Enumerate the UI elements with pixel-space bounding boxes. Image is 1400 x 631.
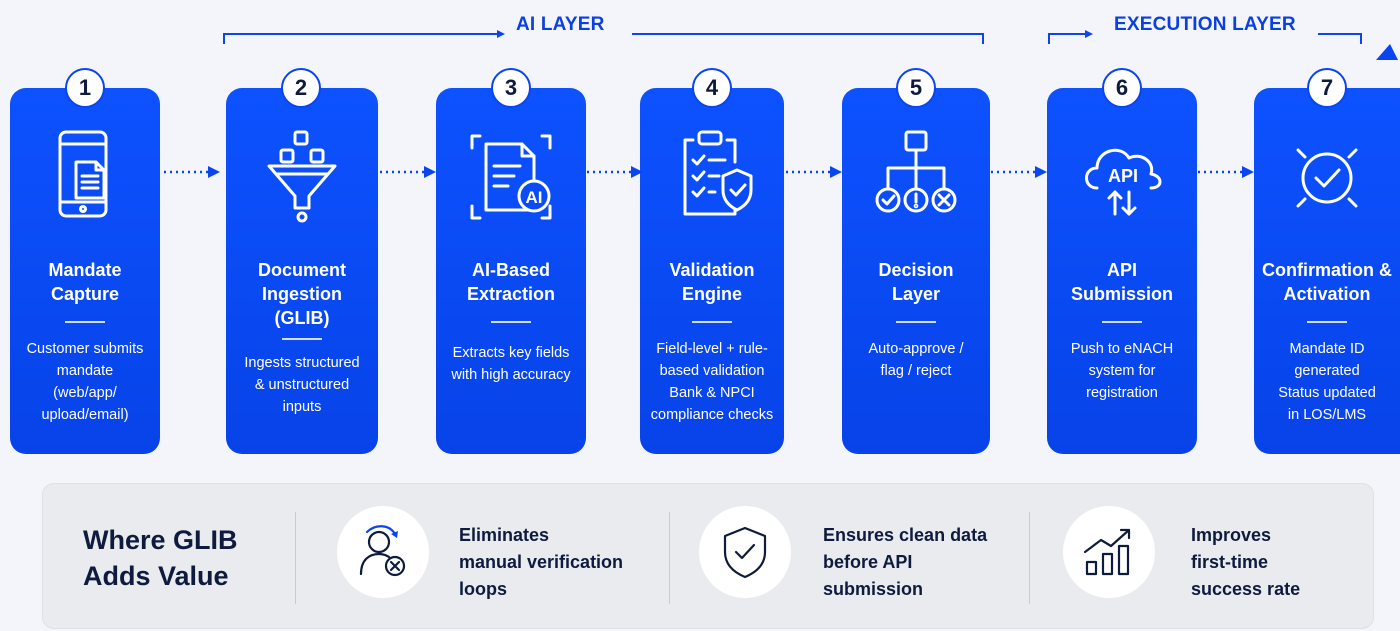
value-panel: Where GLIB Adds Value Eliminates manual … <box>42 483 1374 629</box>
step-title: Confirmation & Activation <box>1262 260 1392 304</box>
growth-chart-icon <box>1083 528 1131 576</box>
user-remove-icon <box>359 525 406 577</box>
divider <box>669 512 670 604</box>
api-cloud-icon: API <box>1085 148 1162 216</box>
step-title: AI-Based Extraction <box>466 260 556 304</box>
decision-tree-icon <box>875 130 957 213</box>
divider <box>1102 321 1142 323</box>
divider <box>491 321 531 323</box>
value-icon-wrapper <box>699 506 791 598</box>
value-text: Eliminates manual verification loops <box>459 525 624 599</box>
step-number-badge: 7 <box>1307 68 1347 108</box>
mobile-document-icon <box>58 130 108 218</box>
step-title: Decision Layer <box>878 260 954 304</box>
step-title: Validation Engine <box>669 260 755 304</box>
value-text: Improves first-time success rate <box>1191 525 1301 599</box>
step-card-2: Document Ingestion (GLIB) Ingests struct… <box>226 88 378 454</box>
step-card-5: Decision Layer Auto-approve / flag / rej… <box>842 88 990 454</box>
value-icon-wrapper <box>1063 506 1155 598</box>
step-card-7: Confirmation & Activation Mandate ID gen… <box>1254 88 1400 454</box>
divider <box>295 512 296 604</box>
step-number-badge: 6 <box>1102 68 1142 108</box>
step-description: Auto-approve / flag / reject <box>868 341 964 379</box>
step-title: Mandate Capture <box>48 260 122 304</box>
value-headline: Where GLIB Adds Value <box>83 525 238 591</box>
divider <box>1029 512 1030 604</box>
check-circle-icon <box>1296 148 1358 208</box>
step-number-badge: 4 <box>692 68 732 108</box>
flow-arrow-icon <box>164 166 220 178</box>
step-number-badge: 2 <box>281 68 321 108</box>
step-title: Document Ingestion (GLIB) <box>257 260 346 328</box>
flow-arrow-icon <box>587 166 643 178</box>
divider <box>692 321 732 323</box>
step-title: API Submission <box>1070 260 1173 304</box>
step-card-1: Mandate Capture Customer submits mandate… <box>10 88 160 454</box>
step-number-badge: 3 <box>491 68 531 108</box>
flow-arrow-icon <box>380 166 436 178</box>
step-number-badge: 1 <box>65 68 105 108</box>
flow-arrow-icon <box>1198 166 1254 178</box>
value-text: Ensures clean data before API submission <box>823 525 988 599</box>
step-description: Mandate ID generated Status updated in L… <box>1278 341 1376 423</box>
step-description: Customer submits mandate (web/app/ uploa… <box>26 341 144 423</box>
step-card-6: API API Submission Push to eNACH system … <box>1047 88 1197 454</box>
ai-document-scan-icon: AI <box>470 134 552 220</box>
divider <box>282 338 322 340</box>
checklist-shield-icon <box>683 130 753 216</box>
step-description: Push to eNACH system for registration <box>1070 341 1174 401</box>
divider <box>65 321 105 323</box>
step-card-3: AI AI-Based Extraction Extracts key fiel… <box>436 88 586 454</box>
flow-arrow-icon <box>786 166 842 178</box>
shield-check-icon <box>723 526 767 579</box>
value-icon-wrapper <box>337 506 429 598</box>
svg-text:AI: AI <box>526 188 543 207</box>
step-description: Extracts key fields with high accuracy <box>451 345 571 383</box>
step-description: Ingests structured & unstructured inputs <box>244 355 360 415</box>
ai-layer-label: AI LAYER <box>516 14 605 35</box>
flow-arrow-icon <box>991 166 1047 178</box>
step-description: Field-level + rule- based validation Ban… <box>650 341 774 423</box>
divider <box>1307 321 1347 323</box>
svg-text:API: API <box>1108 166 1138 186</box>
funnel-icon <box>267 130 337 223</box>
execution-layer-label: EXECUTION LAYER <box>1114 14 1296 35</box>
step-card-4: Validation Engine Field-level + rule- ba… <box>640 88 784 454</box>
divider <box>896 321 936 323</box>
step-number-badge: 5 <box>896 68 936 108</box>
